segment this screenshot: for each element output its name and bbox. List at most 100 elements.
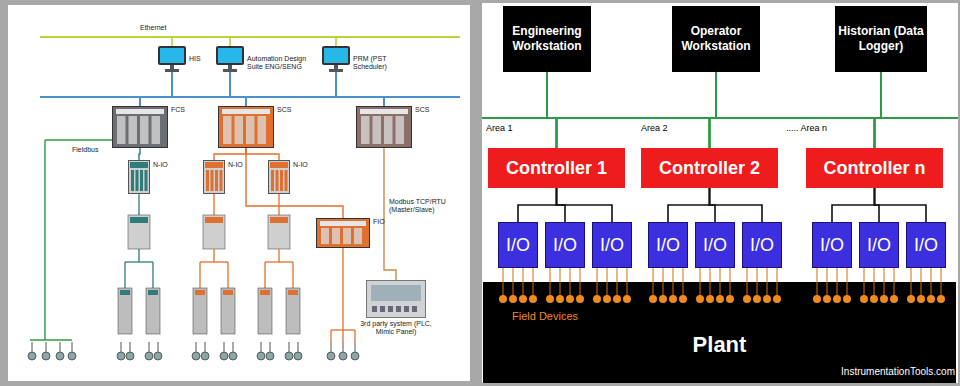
device-wire xyxy=(747,282,748,297)
field-device-dot xyxy=(753,295,761,303)
rack-link xyxy=(278,249,279,262)
monitor-screen xyxy=(324,48,348,63)
text-label: Fieldbus xyxy=(72,146,98,153)
io-module xyxy=(286,288,300,334)
panel-button xyxy=(396,306,401,312)
field-device-dot xyxy=(556,295,564,303)
device-wire xyxy=(931,282,932,297)
connector xyxy=(716,72,875,148)
field-device-dot xyxy=(773,295,781,303)
monitor-foot xyxy=(223,69,237,72)
device-wire xyxy=(560,282,561,297)
connector xyxy=(875,72,882,148)
monitor-icon xyxy=(322,46,350,72)
field-device-dot xyxy=(623,295,631,303)
node-label: I/O xyxy=(914,235,938,256)
device-stem xyxy=(355,342,356,352)
field-device-dot xyxy=(917,295,925,303)
io-box: I/O xyxy=(545,222,585,268)
device-wire xyxy=(777,268,778,282)
device-wire xyxy=(700,268,701,282)
rack-link xyxy=(292,262,293,288)
monitor-neck xyxy=(228,65,232,69)
device-wire xyxy=(513,282,514,297)
field-device xyxy=(339,352,347,360)
monitor-screen xyxy=(218,48,242,63)
left-panel xyxy=(8,5,470,381)
device-stem xyxy=(32,342,33,352)
rack-card xyxy=(131,170,134,191)
device-wire xyxy=(597,268,598,282)
device-wire xyxy=(874,268,875,282)
field-device xyxy=(42,352,50,360)
device-wire xyxy=(827,282,828,297)
rack-head xyxy=(130,162,148,168)
field-device-dot xyxy=(860,295,868,303)
workstation-box: Engineering Workstation xyxy=(503,6,591,72)
device-wire xyxy=(757,268,758,282)
io-rack xyxy=(128,215,150,249)
field-device xyxy=(145,352,153,360)
io-box: I/O xyxy=(695,222,735,268)
field-device xyxy=(220,352,228,360)
connector xyxy=(832,188,875,222)
device-wire xyxy=(817,282,818,297)
node-label: I/O xyxy=(820,235,844,256)
field-device-dot xyxy=(880,295,888,303)
device-wire xyxy=(673,268,674,282)
field-device-dot xyxy=(659,295,667,303)
monitor-icon xyxy=(158,46,186,72)
fieldbus-line xyxy=(45,139,112,140)
node-label: HIS xyxy=(189,55,201,63)
device-stem xyxy=(289,342,290,352)
io-module xyxy=(118,288,132,334)
device-wire xyxy=(503,282,504,297)
cabinet-node: SCS xyxy=(356,106,429,148)
rack-link xyxy=(213,249,214,262)
rack-body xyxy=(204,161,225,194)
node-label: I/O xyxy=(506,235,530,256)
device-wire xyxy=(847,282,848,297)
device-wire xyxy=(911,282,912,297)
workstation-node: PRM (PST Scheduler) xyxy=(322,46,405,72)
node-label: FIO xyxy=(373,218,385,226)
connector xyxy=(172,72,246,106)
field-device xyxy=(257,352,265,360)
field-device xyxy=(229,352,237,360)
edge-label: Modbus TCP/RTU (Master/Slave) xyxy=(389,198,451,214)
io-rack xyxy=(203,160,225,194)
device-wire xyxy=(921,268,922,282)
io-box: I/O xyxy=(742,222,782,268)
field-device xyxy=(154,352,162,360)
io-module xyxy=(258,288,272,334)
ethernet-line xyxy=(40,36,460,38)
device-wire xyxy=(720,282,721,297)
device-stem xyxy=(60,342,61,352)
monitor-neck xyxy=(334,65,338,69)
device-stem xyxy=(72,342,73,352)
rack-card xyxy=(271,170,274,191)
device-wire xyxy=(570,268,571,282)
field-device-dot xyxy=(519,295,527,303)
io-box: I/O xyxy=(906,222,946,268)
card-slot xyxy=(152,116,161,144)
rack-card xyxy=(206,170,209,191)
node-label: N-IO xyxy=(153,161,168,169)
rack-card xyxy=(285,170,288,191)
device-stem xyxy=(298,342,299,352)
device-wire xyxy=(523,282,524,297)
device-wire xyxy=(827,268,828,282)
card-slot xyxy=(396,116,405,144)
workstation-node: HIS xyxy=(158,46,201,72)
rack-link xyxy=(124,262,125,288)
module-head xyxy=(260,290,270,295)
device-wire xyxy=(931,268,932,282)
connector xyxy=(518,188,557,222)
node-label: I/O xyxy=(553,235,577,256)
device-wire xyxy=(837,282,838,297)
device-wire xyxy=(700,282,701,297)
device-wire xyxy=(617,282,618,297)
node-label: PRM (PST Scheduler) xyxy=(353,55,405,71)
card-slot xyxy=(332,228,340,244)
device-wire xyxy=(580,282,581,297)
